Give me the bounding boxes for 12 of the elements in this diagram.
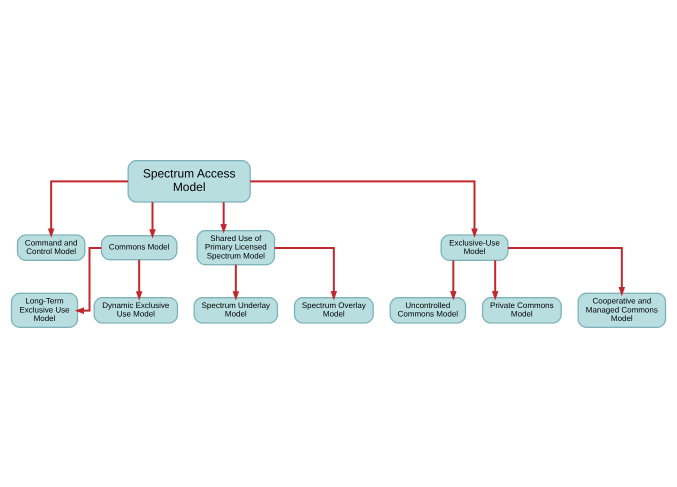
arrow xyxy=(74,246,102,314)
arrow xyxy=(508,246,626,296)
arrow xyxy=(220,202,227,234)
arrow xyxy=(48,180,128,238)
arrow xyxy=(450,260,457,300)
arrow xyxy=(492,260,498,300)
arrow xyxy=(149,202,156,238)
arrow xyxy=(250,180,478,238)
arrow xyxy=(136,259,142,300)
arrow xyxy=(232,264,240,300)
arrow xyxy=(274,246,338,300)
node-box: Spectrum Access Model xyxy=(128,160,251,202)
